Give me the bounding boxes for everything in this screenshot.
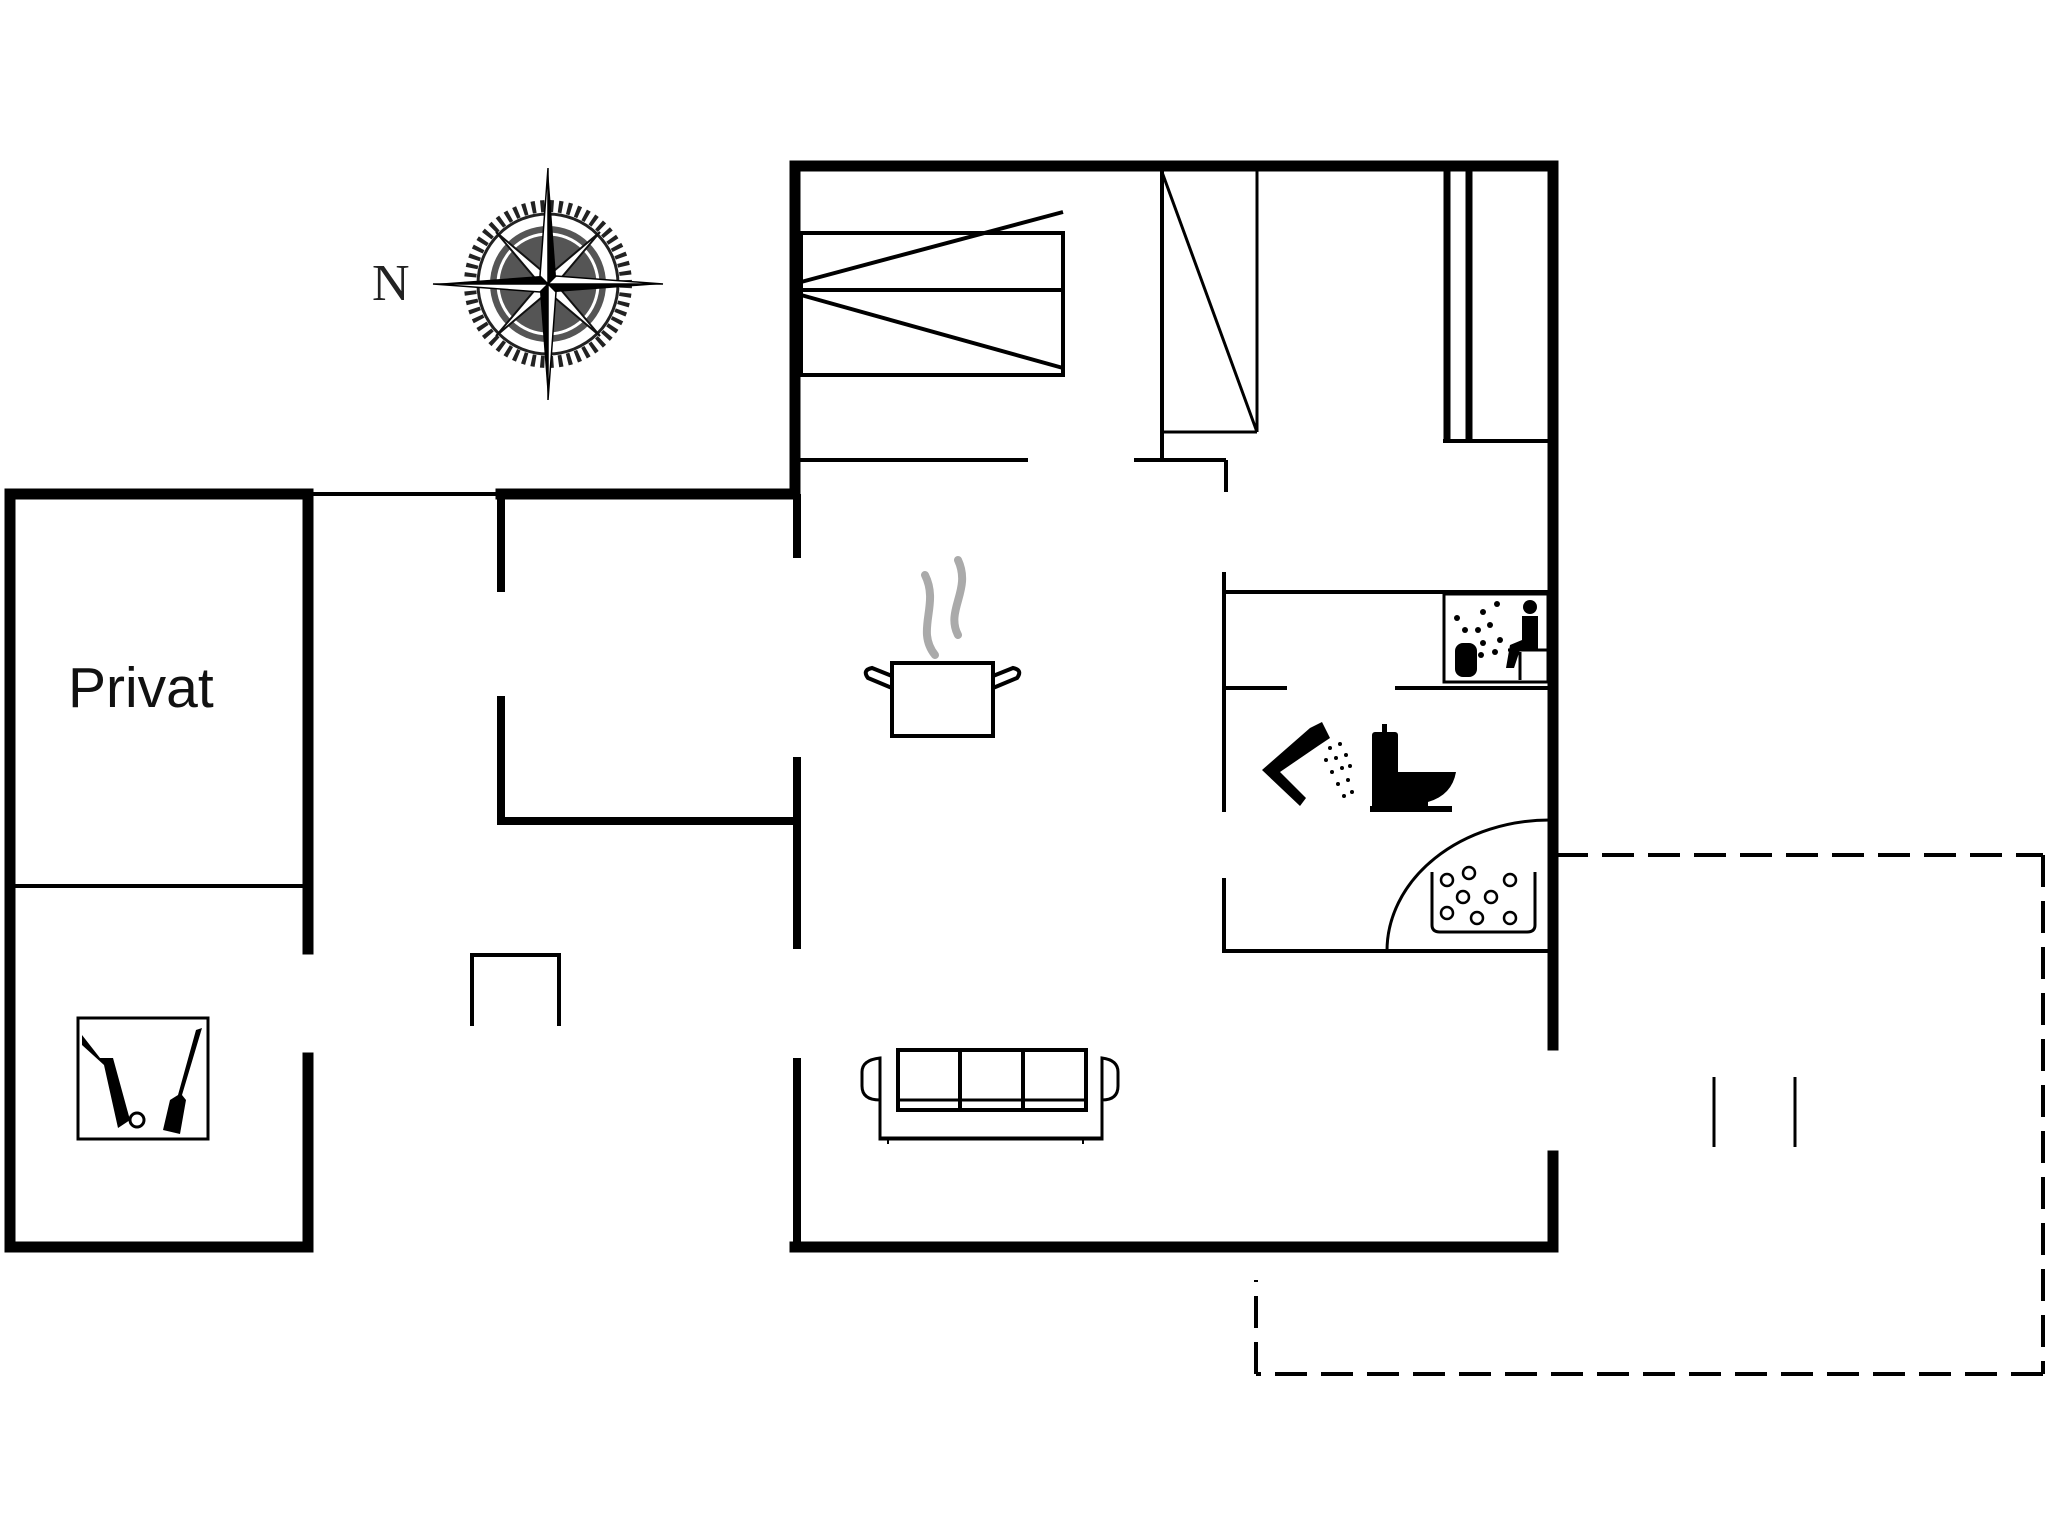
terrace-step-lines — [1712, 1077, 1797, 1147]
sauna-icon — [1442, 592, 1550, 684]
single-bed-icon — [1160, 170, 1259, 434]
terrace-outline — [1254, 853, 2045, 1376]
wardrobe-icon — [1443, 170, 1550, 443]
cooking-pot-icon — [863, 556, 1022, 738]
room-label-privat: Privat — [68, 656, 214, 720]
compass-rose-icon — [432, 167, 664, 401]
sofa-icon — [860, 1048, 1120, 1144]
whirlpool-icon — [1385, 818, 1551, 952]
exterior-walls — [4, 160, 1559, 1253]
cleaning-utility-icon — [76, 1016, 210, 1141]
toilet-icon — [1370, 724, 1456, 812]
stove-fireplace-icon — [470, 953, 561, 1026]
compass: N — [372, 167, 664, 401]
partition-walls — [14, 170, 1550, 953]
double-bed-icon — [799, 210, 1065, 377]
compass-north-label: N — [372, 255, 410, 312]
shower-icon — [1262, 722, 1354, 806]
interior-walls — [497, 494, 801, 1247]
